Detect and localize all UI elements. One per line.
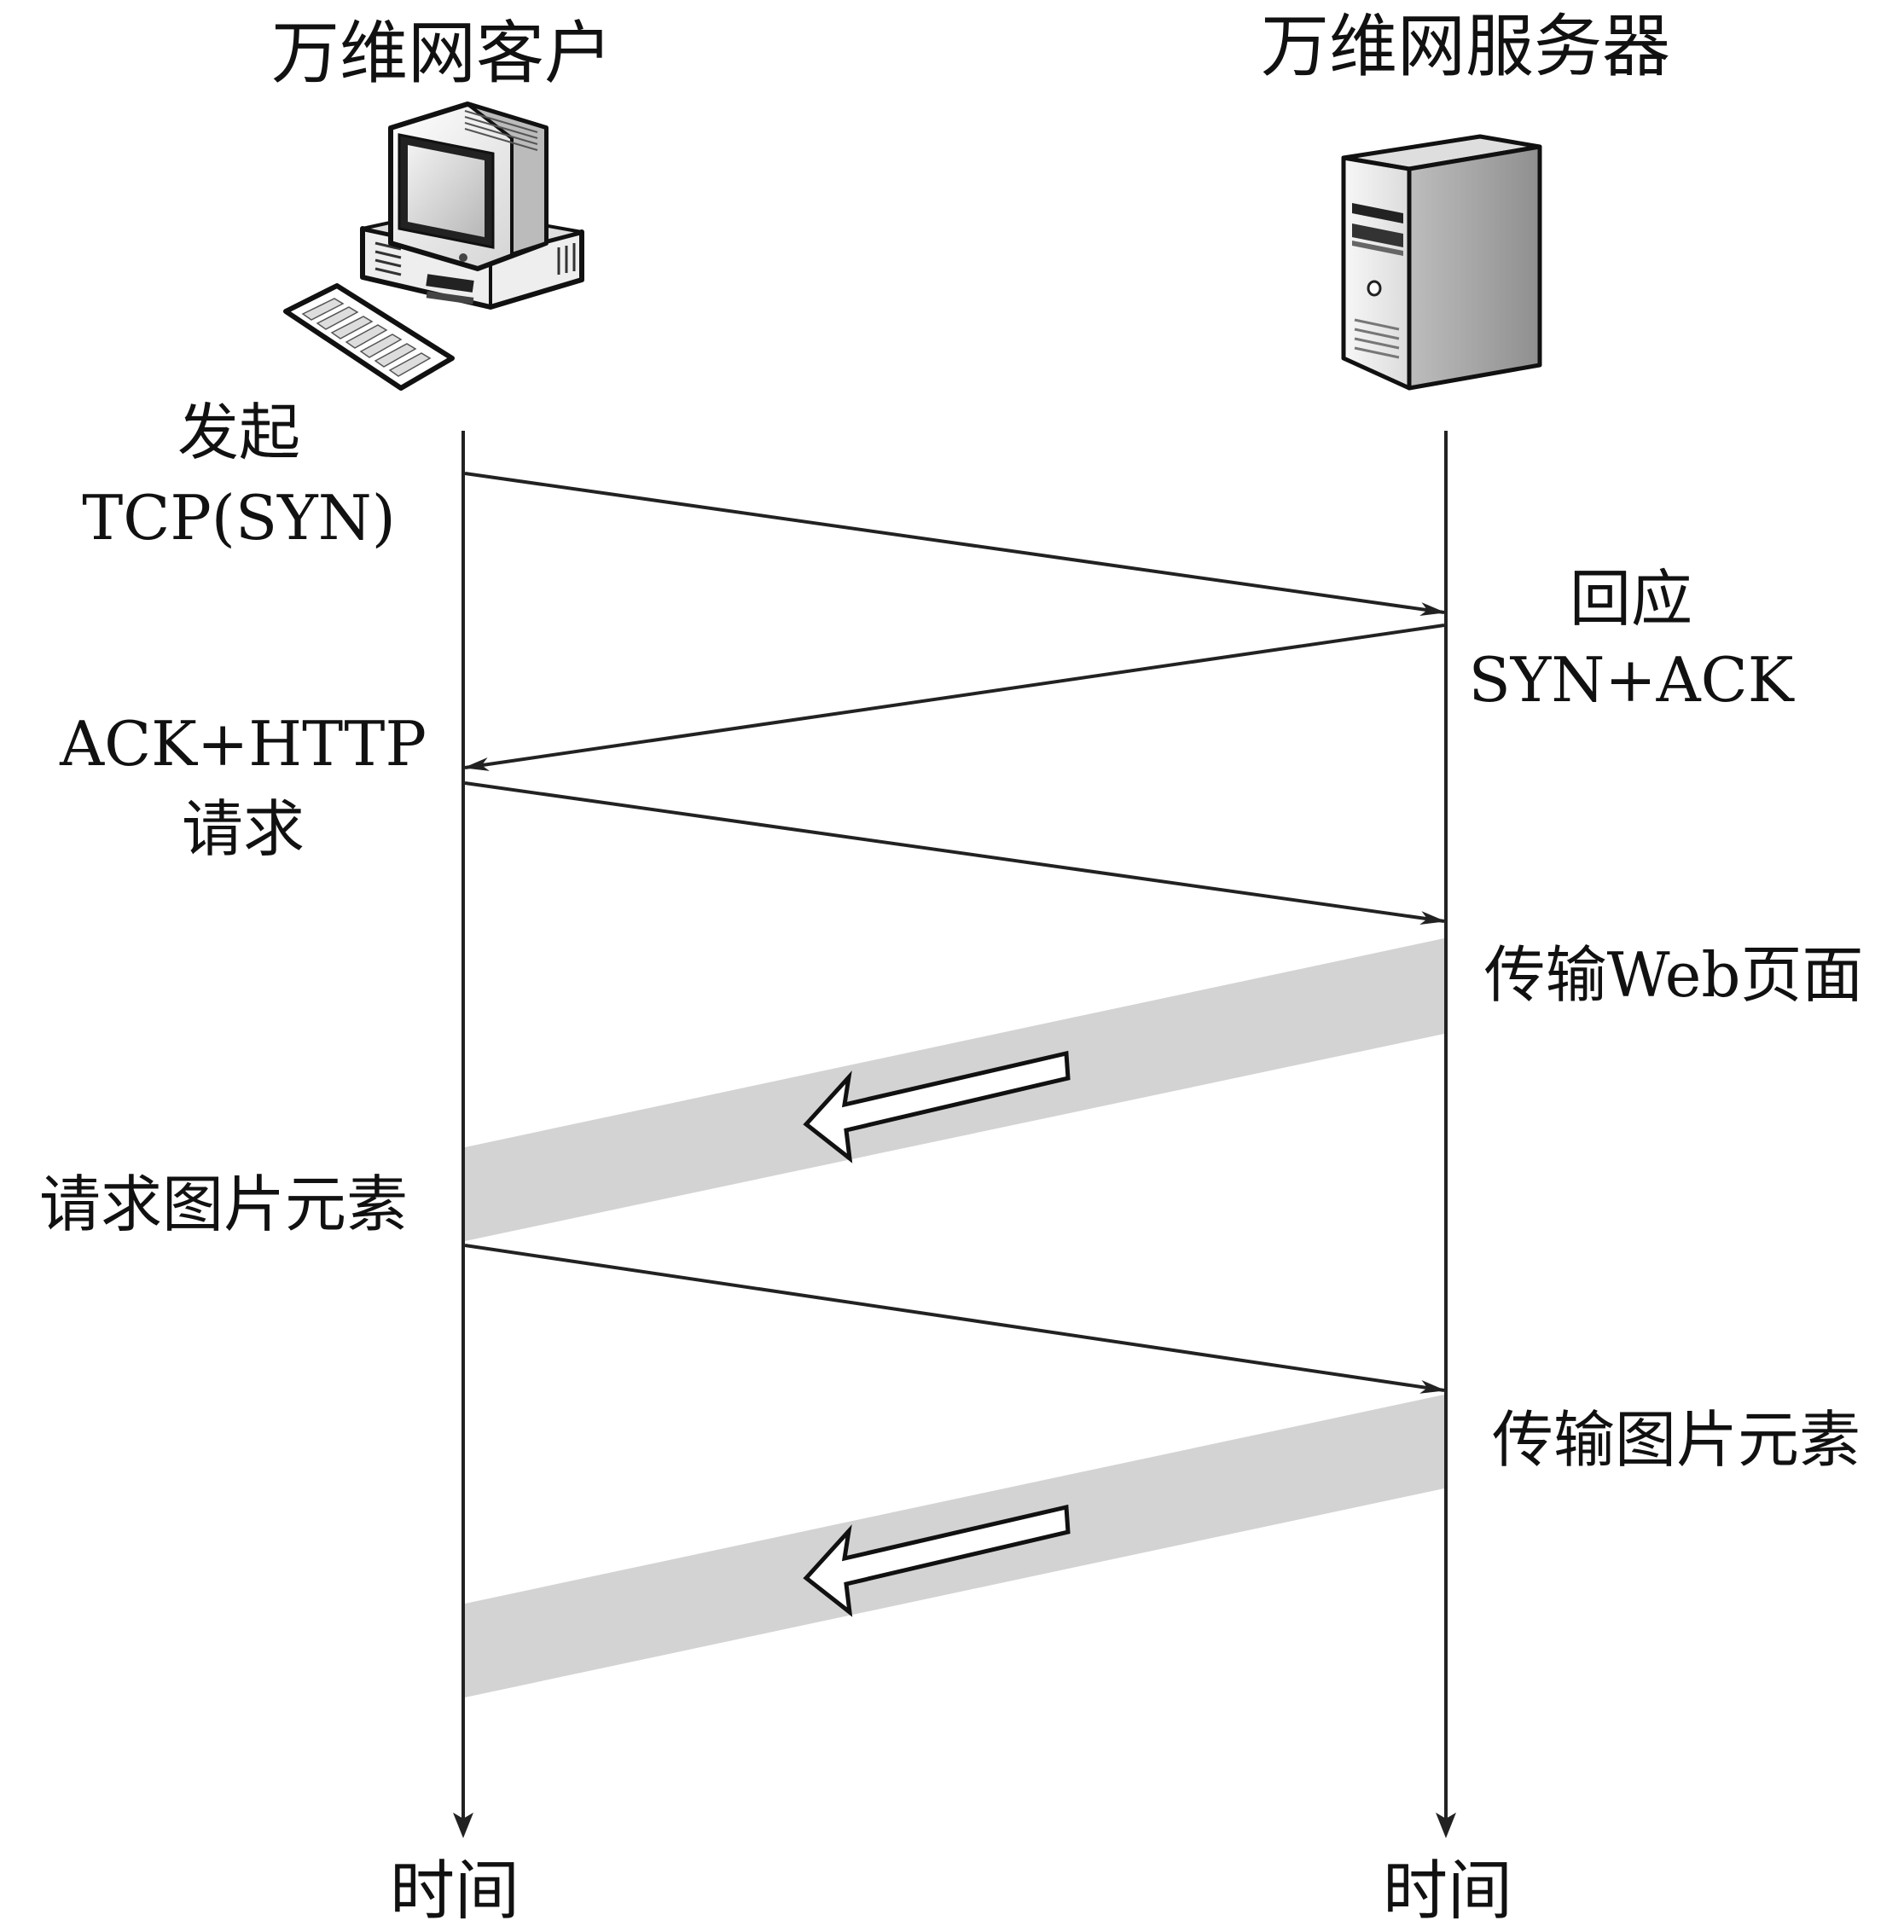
tower-server-icon — [1341, 134, 1542, 391]
server-title: 万维网服务器 — [1261, 7, 1670, 86]
synack-label-line1: 回应 — [1570, 563, 1692, 635]
synack-label-line2: SYN+ACK — [1468, 644, 1794, 716]
web-page-direction-arrow — [803, 1050, 1071, 1163]
client-title: 万维网客户 — [271, 14, 612, 93]
image-direction-arrow — [803, 1504, 1071, 1617]
request-label-line1: ACK+HTTP — [59, 708, 427, 780]
client-time-label: 时间 — [390, 1853, 520, 1929]
request-label-line2: 请求 — [182, 793, 305, 865]
web-page-label: 传输Web页面 — [1484, 939, 1864, 1011]
desktop-computer-icon — [283, 102, 584, 391]
image-request-arrow — [464, 1244, 1446, 1394]
image-transfer-label: 传输图片元素 — [1492, 1404, 1860, 1476]
syn-message-arrow — [464, 472, 1446, 616]
syn-label-line2: TCP(SYN) — [82, 482, 396, 554]
syn-label-line1: 发起 — [177, 397, 300, 468]
http-request-arrow — [464, 781, 1446, 925]
server-time-label: 时间 — [1383, 1853, 1512, 1929]
image-request-label: 请求图片元素 — [39, 1169, 408, 1240]
synack-message-arrow — [463, 624, 1445, 771]
